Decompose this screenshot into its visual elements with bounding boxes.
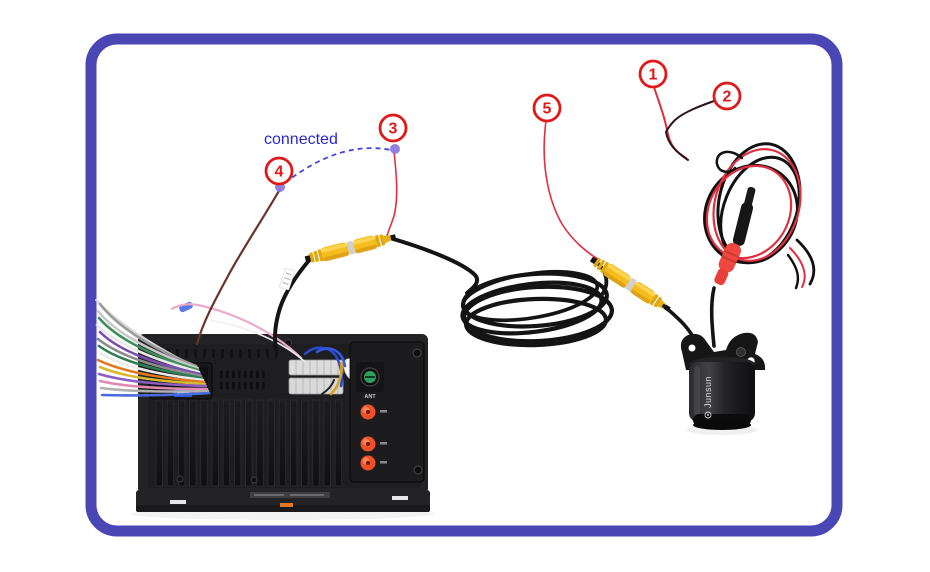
callout-2-number: 2 [723, 89, 732, 106]
heat-shrink-sleeve [732, 186, 756, 246]
red-wire-callout-3 [385, 150, 398, 241]
ant-label: ANT [364, 394, 376, 400]
iso-connector-blocks [288, 359, 358, 395]
pin-hole-grid [220, 371, 265, 389]
video-extension-cable-coil [460, 260, 615, 348]
callout-1-number: 1 [649, 67, 658, 84]
power-bullet-connector [714, 242, 742, 286]
head-unit-base [136, 490, 430, 512]
camera-body [689, 362, 755, 422]
callout-2-badge: 2 [712, 81, 742, 111]
power-wire-bundle [653, 86, 816, 290]
rear-camera: Junsun [680, 332, 766, 430]
callout-5-badge: 5 [532, 93, 562, 123]
wire-harness [95, 299, 211, 397]
red-power-wire-callout-1 [653, 86, 687, 159]
frame-border [85, 33, 843, 537]
power-cable-to-camera [709, 286, 716, 348]
bracket-pivot-screw [736, 347, 746, 357]
rca-jack-2 [360, 436, 387, 452]
connected-label: connected [264, 131, 338, 148]
camera-brand-label: Junsun [703, 376, 713, 408]
ant-jack: ANT [356, 362, 384, 400]
black-power-wire-callout-2 [664, 100, 715, 161]
heatsink-fins [155, 399, 343, 487]
callout-5-number: 5 [543, 101, 552, 118]
cable-tag [279, 267, 295, 291]
dashed-connection-line [284, 147, 392, 184]
video-cable-to-head-unit [273, 256, 313, 352]
brown-wire-callout-4 [195, 187, 282, 346]
red-wire-callout-5 [543, 120, 599, 260]
callout-4-number: 4 [275, 164, 284, 181]
camera-brand-logo-icon [704, 411, 712, 419]
pink-wire [170, 303, 303, 360]
callout-4-badge: 4 [264, 156, 294, 186]
rca-connector-1 [304, 234, 397, 263]
rear-io-panel: ANT [349, 341, 425, 483]
bracket-hole-left [688, 344, 696, 352]
callout-3-number: 3 [389, 121, 398, 138]
rca-connector-2 [589, 256, 671, 312]
callout-1-badge: 1 [638, 59, 668, 89]
rca-jack-1 [360, 404, 387, 420]
cable-rca1-to-coil [388, 236, 480, 295]
connection-dot-3 [390, 144, 400, 154]
rca-jack-3 [360, 455, 387, 471]
iso-wires [170, 303, 347, 396]
orange-slot [280, 503, 293, 507]
callout-3-badge: 3 [378, 113, 408, 143]
inline-fuse-holder [179, 301, 193, 313]
